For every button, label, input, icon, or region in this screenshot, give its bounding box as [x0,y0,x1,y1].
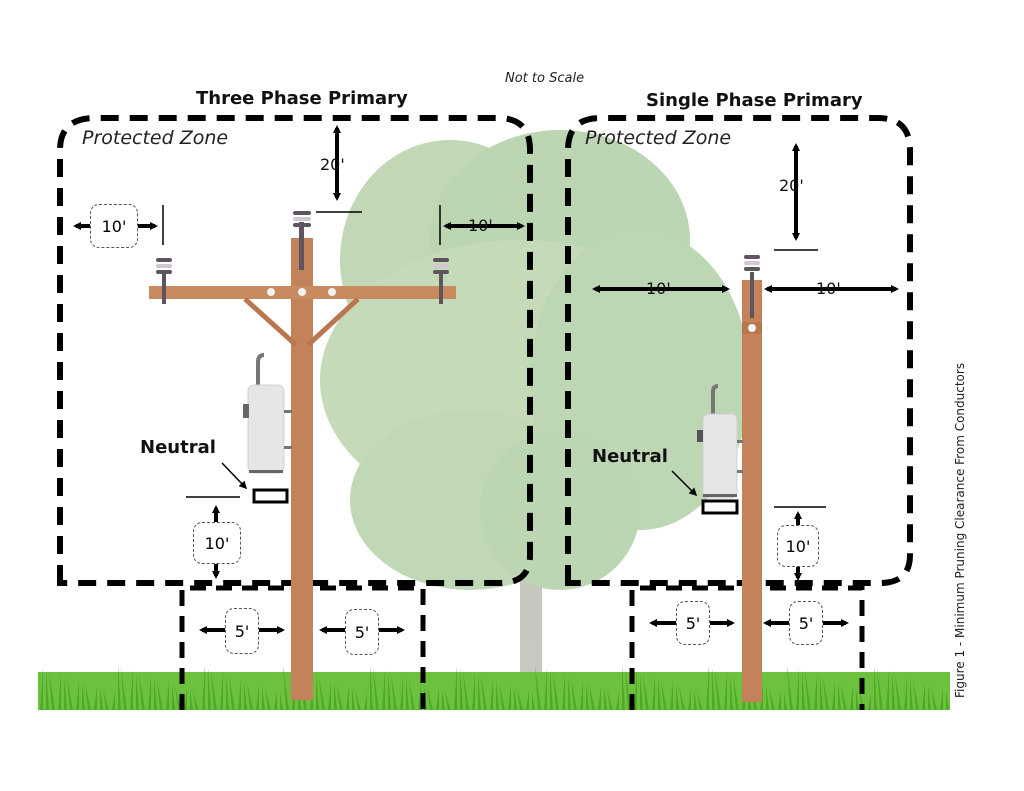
utility-pole-single-phase [742,272,762,702]
protected-zone-label: Protected Zone [82,127,229,149]
clearance-top-label: 20' [779,176,804,195]
protected-zone-boundary-single-phase [565,115,913,586]
grass [38,666,950,710]
neutral-conductor [701,499,739,515]
clearance-ground-left-label: 5' [225,608,259,654]
clearance-top-label: 20' [320,155,345,174]
transformer-icon [243,353,292,474]
clearance-right-label: 10' [816,279,841,298]
protected-zone-label: Protected Zone [585,127,732,149]
neutral-pointer [671,470,698,497]
insulator-icon [744,255,760,271]
clearance-ground-left-label: 5' [676,601,710,645]
clearance-below-neutral-label: 10' [193,522,241,564]
panel-title-three-phase: Three Phase Primary [196,88,408,109]
neutral-label: Neutral [140,437,216,458]
neutral-label: Neutral [592,446,668,467]
figure-caption: Figure 1 - Minimum Pruning Clearance Fro… [953,362,967,698]
panel-title-single-phase: Single Phase Primary [646,90,863,111]
clearance-ground-right-label: 5' [345,609,379,655]
utility-pole-three-phase [149,222,456,700]
clearance-left-label: 10' [646,279,671,298]
transformer-icon [697,384,743,499]
neutral-pointer [221,462,248,490]
clearance-ground-right-label: 5' [789,601,823,645]
clearance-right-label: 10' [468,216,493,235]
insulator-icon [156,258,172,304]
protected-zone-boundary-three-phase [57,115,533,586]
tree-canopy [480,430,640,590]
insulator-icon [433,258,449,304]
not-to-scale-note: Not to Scale [505,71,585,86]
insulator-icon [293,211,311,227]
clearance-below-neutral-label: 10' [777,525,819,567]
clearance-left-label: 10' [90,204,138,248]
neutral-conductor [252,488,289,504]
